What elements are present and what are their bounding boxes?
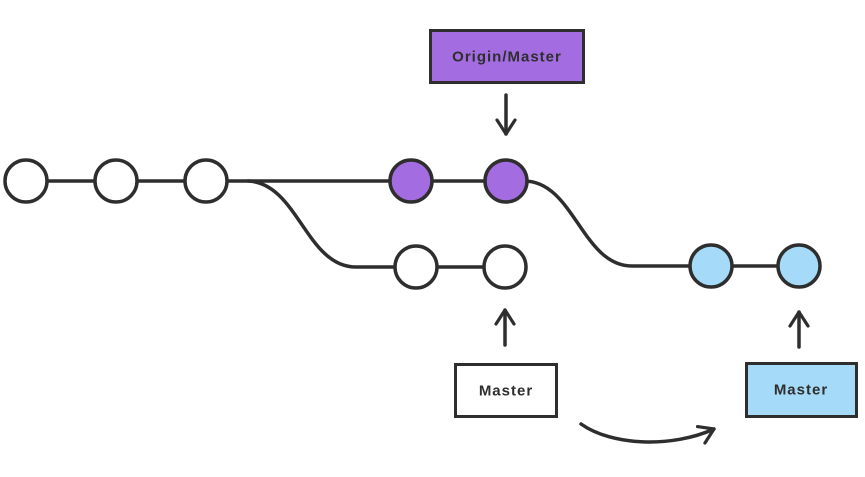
master-white-label: Master [479,383,533,400]
master-box-blue [745,362,858,418]
arrow-curved-master-move-icon [579,422,716,445]
commit-node-white-2 [93,158,139,204]
master-blue-label: Master [774,382,828,399]
commit-node-blue-1 [688,243,734,289]
commit-node-blue-2 [776,243,822,289]
commit-node-purple-2 [483,158,529,204]
feature-branch-line [246,179,507,269]
commit-node-white-1 [3,158,49,204]
master-box-white [454,363,558,418]
origin-master-label: Origin/Master [452,49,562,66]
origin-master-box [429,29,585,84]
commit-node-purple-1 [388,158,434,204]
moved-branch-line [504,179,801,268]
commit-node-feature-white-1 [393,244,439,290]
commit-node-white-3 [183,158,229,204]
commit-node-feature-white-2 [482,244,528,290]
